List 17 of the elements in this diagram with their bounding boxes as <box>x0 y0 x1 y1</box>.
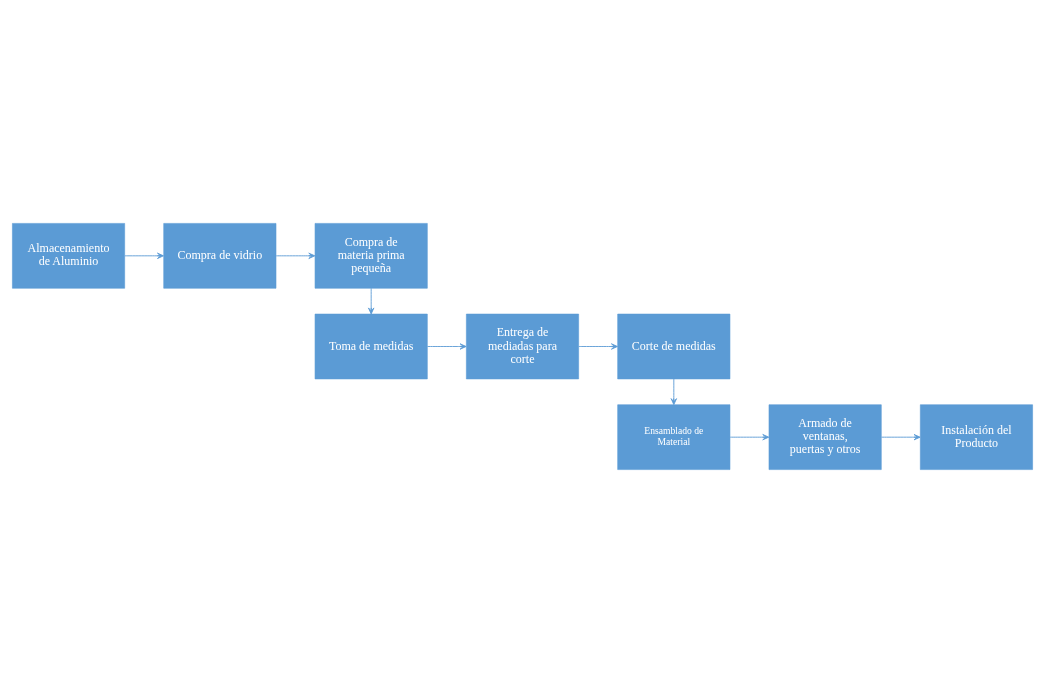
arrow <box>578 342 618 350</box>
arrow <box>427 342 467 350</box>
node-box: Almacenamiento de Aluminio <box>12 222 125 289</box>
arrow <box>124 252 164 259</box>
node-box: Corte de medidas <box>617 313 731 379</box>
node-box: Armado de ventanas, puertas y otros <box>768 403 882 470</box>
node-box: Compra de vidrio <box>163 222 277 289</box>
node-box: Compra de materia prima pequeña <box>314 222 428 289</box>
arrow <box>368 287 375 314</box>
node-box: Instalación del Producto <box>920 403 1033 470</box>
node-box: Ensamblado de Material <box>617 403 731 470</box>
node-box: Toma de medidas <box>314 313 428 379</box>
arrow <box>881 433 921 440</box>
arrow <box>670 378 677 405</box>
arrow <box>275 252 316 259</box>
node-box: Entrega de mediadas para corte <box>466 313 579 379</box>
arrow <box>729 433 770 440</box>
